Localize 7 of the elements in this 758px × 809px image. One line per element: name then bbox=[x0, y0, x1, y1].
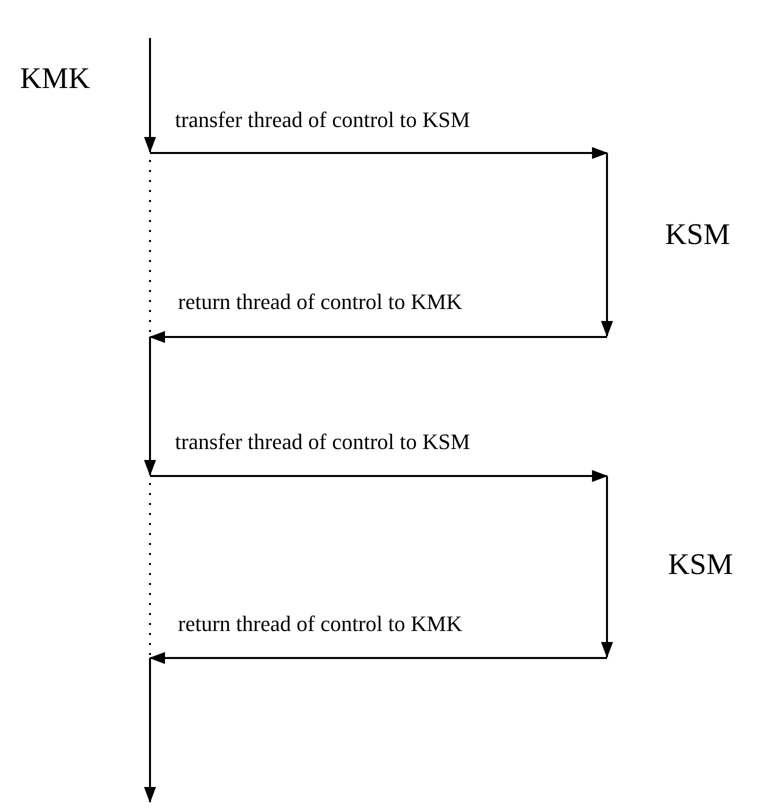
thread-label: KMK bbox=[20, 62, 90, 95]
message-label: return thread of control to KMK bbox=[178, 612, 462, 636]
message-label: return thread of control to KMK bbox=[178, 290, 462, 314]
thread-label: KSM bbox=[668, 548, 734, 581]
message-label: transfer thread of control to KSM bbox=[175, 108, 470, 132]
thread-label: KSM bbox=[665, 218, 730, 251]
message-label: transfer thread of control to KSM bbox=[175, 430, 470, 454]
